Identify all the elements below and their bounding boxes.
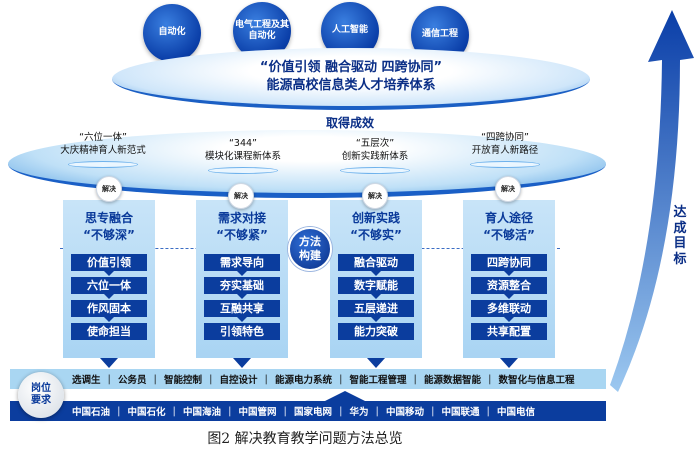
achievement-text: 大庆精神育人新范式 xyxy=(60,144,146,156)
method-item: 资源整合 xyxy=(471,270,547,294)
employer-item: 国家电网 xyxy=(294,407,333,418)
employer-item: 中国管网 xyxy=(238,407,277,418)
training-system-ellipse: “价值引领 融合驱动 四跨协同” 能源高校信息类人才培养体系 xyxy=(112,48,590,110)
system-slogan: “价值引领 融合驱动 四跨协同” xyxy=(259,60,443,76)
method-item: 融合驱动 xyxy=(338,253,414,271)
achievement-label: 取得成效 xyxy=(325,116,374,130)
goal-arrow-icon xyxy=(610,10,694,392)
problem-issue: “不够实” xyxy=(350,227,402,242)
problem-box-1: 思专融合 “不够深” 价值引领六位一体作风固本使命担当 xyxy=(63,200,155,358)
achievement-quote: “五层次” xyxy=(355,138,395,149)
achievement-text: 开放育人新路径 xyxy=(471,144,539,156)
separator: | xyxy=(283,405,287,417)
position-item: 能源数据智能 xyxy=(424,375,482,386)
problem-box-2: 需求对接 “不够紧” 需求导向夯实基础互融共享引领特色 xyxy=(196,200,288,358)
separator: | xyxy=(228,405,232,417)
method-item: 多维联动 xyxy=(471,293,547,317)
separator: | xyxy=(172,405,176,417)
separator: | xyxy=(264,373,268,385)
separator: | xyxy=(486,405,490,417)
method-label: 方法构建 xyxy=(299,235,321,262)
method-item: 六位一体 xyxy=(71,270,147,294)
method-item: 数字赋能 xyxy=(338,270,414,294)
separator: | xyxy=(209,373,213,385)
problem-issue: “不够紧” xyxy=(216,227,268,242)
method-item: 价值引领 xyxy=(71,253,147,271)
problem-title: 创新实践 xyxy=(351,211,400,225)
position-item: 数智化与信息工程 xyxy=(498,375,575,386)
solve-badge: 解决 xyxy=(495,176,521,202)
separator: | xyxy=(153,373,157,385)
major-automation: 自动化 xyxy=(143,4,201,62)
separator: | xyxy=(413,373,417,385)
figure-caption: 图2 解决教育教学问题方法总览 xyxy=(207,431,403,447)
position-item: 自控设计 xyxy=(219,375,258,386)
method-item: 能力突破 xyxy=(338,316,414,340)
employer-item: 华为 xyxy=(349,407,369,418)
employer-item: 中国石化 xyxy=(127,407,166,418)
separator: | xyxy=(488,373,492,385)
employer-bar: 中国石油| 中国石化| 中国海油| 中国管网| 国家电网| 华为| 中国移动| … xyxy=(10,401,606,421)
problem-issue: “不够深” xyxy=(83,227,135,242)
solve-badge: 解决 xyxy=(96,176,122,202)
method-item: 共享配置 xyxy=(471,316,547,340)
down-arrows-icon xyxy=(100,358,518,368)
employer-item: 中国联通 xyxy=(441,407,480,418)
up-arrow-icon xyxy=(325,391,365,401)
achievement-text: 创新实践新体系 xyxy=(341,150,409,162)
separator: | xyxy=(431,405,435,417)
position-bar: 选调生 | 公务员 | 智能控制 | 自控设计 | 能源电力系统 | 智能工程管理 | 能源… xyxy=(10,369,606,389)
method-item: 互融共享 xyxy=(204,293,280,317)
achievement-4: “四跨协同”开放育人新路径 xyxy=(440,132,570,168)
separator: | xyxy=(339,373,343,385)
employer-item: 中国移动 xyxy=(386,407,425,418)
problem-title: 育人途径 xyxy=(484,211,533,225)
method-construction-badge: 方法构建 xyxy=(288,227,332,271)
position-item: 选调生 xyxy=(72,375,101,386)
achievement-3: “五层次”创新实践新体系 xyxy=(310,138,440,174)
method-item: 使命担当 xyxy=(71,316,147,340)
achievement-text: 模块化课程新体系 xyxy=(204,150,281,162)
problem-box-3: 创新实践 “不够实” 融合驱动数字赋能五层递进能力突破 xyxy=(330,200,422,358)
problem-issue: “不够活” xyxy=(483,227,535,242)
position-item: 公务员 xyxy=(118,375,147,386)
separator: | xyxy=(107,373,111,385)
method-item: 四跨协同 xyxy=(471,253,547,271)
position-item: 能源电力系统 xyxy=(275,375,333,386)
separator: | xyxy=(339,405,343,417)
separator: | xyxy=(117,405,121,417)
separator: | xyxy=(375,405,379,417)
problem-title: 需求对接 xyxy=(217,211,266,225)
method-item: 夯实基础 xyxy=(204,270,280,294)
employer-item: 中国电信 xyxy=(497,407,536,418)
method-item: 作风固本 xyxy=(71,293,147,317)
position-requirement-badge: 岗位要求 xyxy=(18,372,64,418)
employer-item: 中国海油 xyxy=(183,407,222,418)
goal-label: 达成目标 xyxy=(673,205,687,267)
achievement-quote: “六位一体” xyxy=(79,132,127,143)
achievement-2: “344”模块化课程新体系 xyxy=(178,138,308,174)
employer-item: 中国石油 xyxy=(72,407,111,418)
problem-box-4: 育人途径 “不够活” 四跨协同资源整合多维联动共享配置 xyxy=(463,200,555,358)
solve-badge: 解决 xyxy=(362,183,388,209)
achievement-1: “六位一体”大庆精神育人新范式 xyxy=(38,132,168,168)
achievement-quote: “344” xyxy=(229,138,257,149)
position-item: 智能控制 xyxy=(164,375,203,386)
problem-title: 思专融合 xyxy=(84,211,133,225)
system-title: 能源高校信息类人才培养体系 xyxy=(266,78,436,93)
position-label: 岗位要求 xyxy=(31,383,51,406)
method-item: 引领特色 xyxy=(204,316,280,340)
position-item: 智能工程管理 xyxy=(349,375,407,386)
achievement-quote: “四跨协同” xyxy=(481,132,529,143)
method-item: 需求导向 xyxy=(204,253,280,271)
method-item: 五层递进 xyxy=(338,293,414,317)
solve-badge: 解决 xyxy=(228,183,254,209)
